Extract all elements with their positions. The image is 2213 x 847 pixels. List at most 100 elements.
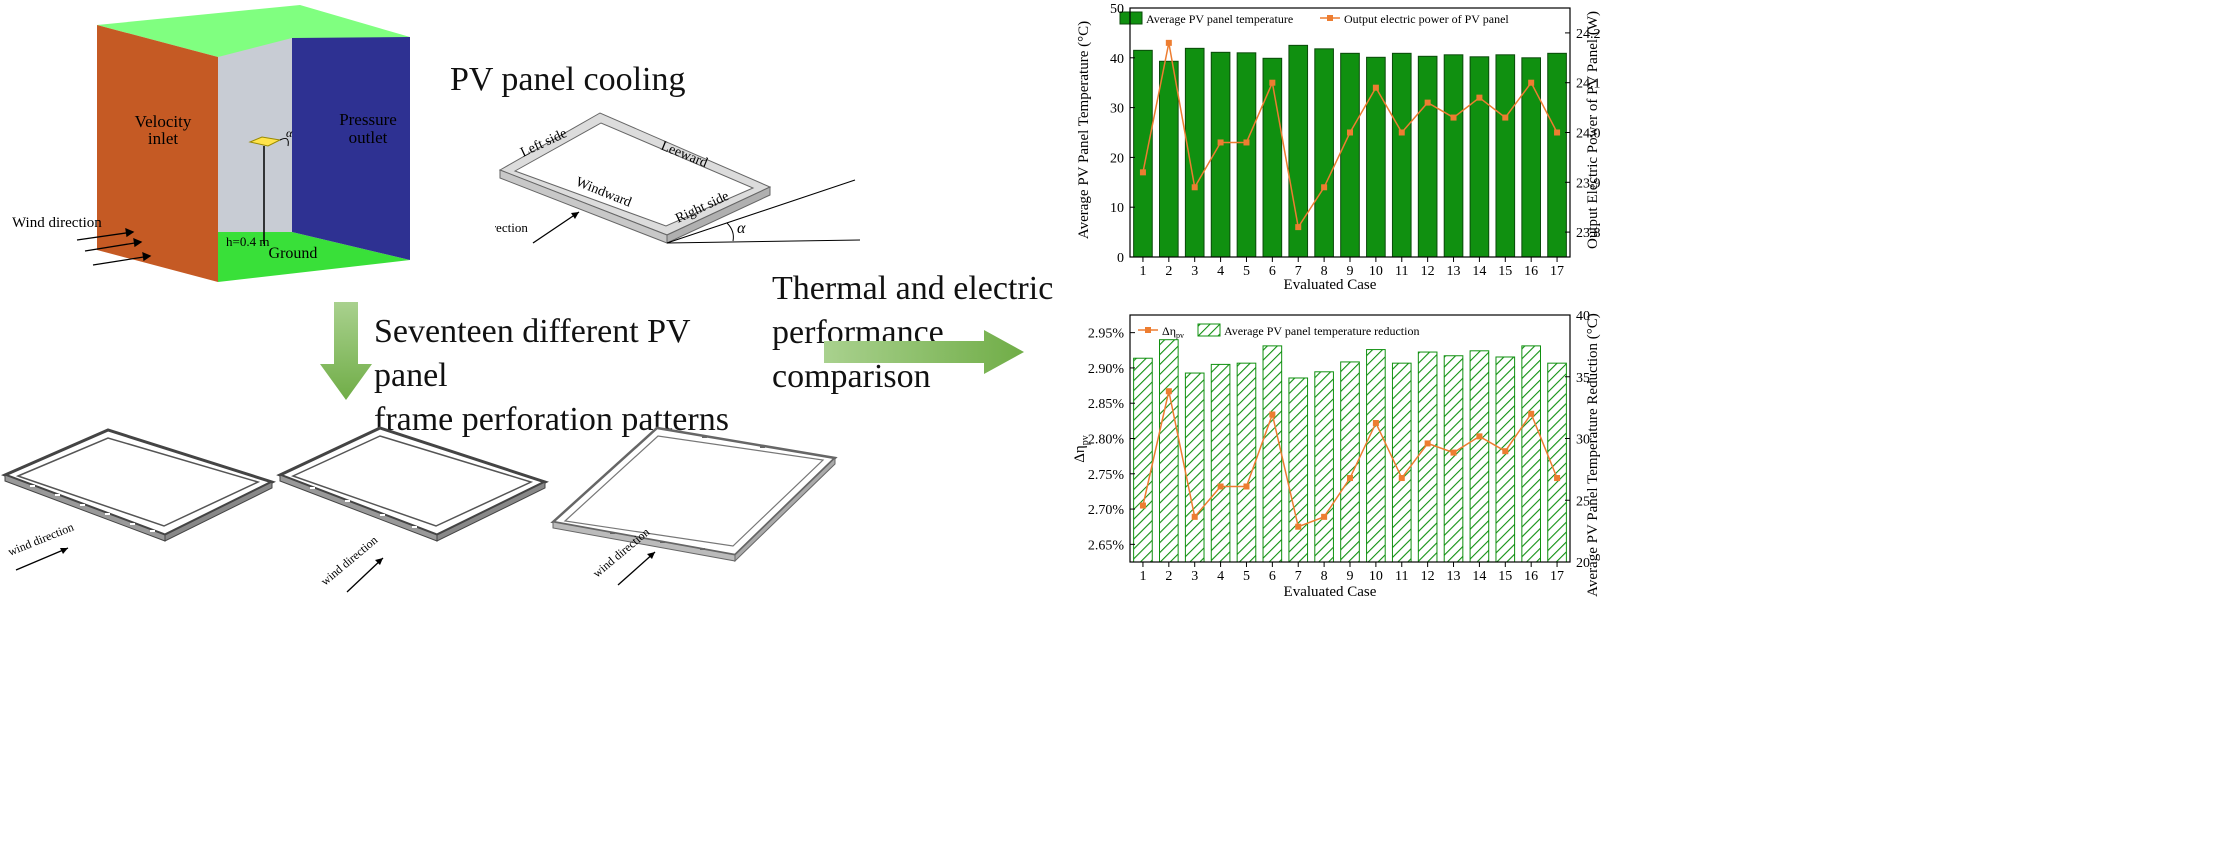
chart-x-tick-label: 12 [1421,264,1435,279]
chart-efficiency-reduction: Δηpv Average PV Panel Temperature Reduct… [1072,309,1601,600]
domain-wind-direction-label: Wind direction [12,215,102,231]
chart2-legend-bar-swatch [1197,323,1221,337]
chart-point-11 [1398,129,1405,136]
chart-x-tick-label: 6 [1269,264,1276,279]
chart1-y-axis-right-label: Output Electric Power of PV Panel (W) [1585,11,1601,249]
chart-point-15 [1502,448,1509,455]
chart-bar-8 [1314,48,1334,258]
chart1-x-axis-label: Evaluated Case [1284,277,1377,293]
chart1-legend: Average PV panel temperature Output elec… [1119,11,1509,26]
chart2-legend-bar-label: Average PV panel temperature reduction [1224,324,1419,338]
chart-point-8 [1321,184,1328,191]
chart-x-tick-label: 6 [1269,569,1276,584]
chart-x-tick-label: 3 [1191,264,1198,279]
chart-point-16 [1528,410,1535,417]
chart-x-tick-label: 15 [1498,569,1512,584]
chart-bar-16 [1521,57,1541,258]
chart-x-tick-label: 3 [1191,569,1198,584]
frame-1-wind-label: wind direction [6,520,76,559]
chart-point-16 [1528,79,1535,86]
chart2-legend-line-swatch [1145,327,1151,333]
chart-bar-15 [1495,356,1516,563]
chart-y-tick-label: 2.65% [1088,538,1125,553]
chart-point-13 [1450,449,1457,456]
chart-bar-2 [1159,339,1179,563]
chart-x-tick-label: 13 [1447,569,1461,584]
pv-panel-cooling-title: PV panel cooling [450,61,686,98]
comparison-line-1: Thermal and electric [772,270,1054,307]
chart2-legend-line-main: Δη [1162,324,1176,338]
chart-y-tick-label: 2.75% [1088,468,1125,483]
chart-point-15 [1502,114,1509,121]
chart-y-right-tick-label: 40 [1576,309,1590,324]
chart-y-right-tick-label: 25 [1576,494,1590,509]
chart-x-tick-label: 2 [1165,569,1172,584]
chart-point-17 [1554,475,1561,482]
chart-x-tick-label: 8 [1321,264,1328,279]
perforated-frame-3: wind direction [550,426,838,586]
chart-point-1 [1139,169,1146,176]
chart1-legend-line-label: Output electric power of PV panel [1344,12,1509,26]
chart-point-11 [1398,475,1405,482]
chart-bar-4 [1210,363,1231,563]
chart2-x-axis-label: Evaluated Case [1284,584,1377,600]
chart-point-14 [1476,433,1483,440]
chart-bar-5 [1236,362,1257,563]
height-label: h=0.4 m [226,234,269,249]
chart-bar-10 [1366,349,1386,563]
chart-y-tick-label: 2.70% [1088,503,1125,518]
chart-y-right-tick-label: 24.0 [1576,127,1601,142]
chart-x-tick-label: 16 [1524,569,1538,584]
chart2-legend: Δηpv Average PV panel temperature reduct… [1138,323,1419,340]
chart-bar-12 [1417,55,1438,258]
chart2-y-axis-right-label: Average PV Panel Temperature Reduction (… [1585,313,1601,597]
chart-y-tick-label: 30 [1110,102,1124,117]
chart-x-tick-label: 9 [1347,569,1354,584]
chart-point-1 [1139,502,1146,509]
chart-point-10 [1372,419,1379,426]
domain-ground-face [218,232,410,282]
chart-y-tick-label: 2.95% [1088,327,1125,342]
down-arrow [320,302,372,400]
domain-back-wall [218,38,292,232]
chart-point-4 [1217,139,1224,146]
chart-bar-6 [1262,57,1283,258]
chart-bar-9 [1340,52,1360,258]
chart-bar-12 [1417,351,1438,563]
chart-bar-8 [1314,371,1334,563]
chart-x-tick-label: 10 [1369,569,1383,584]
chart1-y-axis-label: Average PV Panel Temperature (°C) [1076,21,1092,239]
chart-y-right-tick-label: 35 [1576,371,1590,386]
chart-point-8 [1321,513,1328,520]
chart2-legend-line-sub: pv [1176,331,1184,340]
frame-inner [513,122,755,227]
chart-bar-13 [1443,54,1464,258]
chart2-y-axis-label: Δηpv [1072,435,1091,463]
chart-bar-3 [1184,372,1205,563]
perforation-frames: wind direction wind direction wind direc… [1,426,838,593]
chart-x-tick-label: 4 [1217,264,1224,279]
velocity-inlet-label: Velocity [135,112,192,131]
chart-x-tick-label: 9 [1347,264,1354,279]
chart-x-tick-label: 2 [1165,264,1172,279]
chart-x-tick-label: 15 [1498,264,1512,279]
chart-y-right-tick-label: 20 [1576,556,1590,571]
chart-bar-6 [1262,345,1283,563]
chart-x-tick-label: 14 [1472,569,1486,584]
frame-angle-symbol: α [737,220,746,237]
chart-x-tick-label: 4 [1217,569,1224,584]
chart-x-tick-label: 17 [1550,569,1564,584]
chart-x-tick-label: 1 [1139,264,1146,279]
chart2-y-axis-label-sub: pv [1080,435,1091,445]
chart-y-right-tick-label: 24.2 [1576,27,1601,42]
chart-y-tick-label: 2.85% [1088,397,1125,412]
chart1-legend-bar-swatch [1119,11,1143,25]
chart-bar-14 [1469,56,1490,258]
chart-y-tick-label: 0 [1117,251,1124,266]
chart-x-tick-label: 17 [1550,264,1564,279]
patterns-line-1: Seventeen different PV panel [374,313,690,394]
chart-point-17 [1554,129,1561,136]
chart-bar-2 [1159,60,1179,258]
frame-wind-direction-label: Wind direction [495,220,528,235]
pressure-outlet-label-2: outlet [349,128,388,147]
